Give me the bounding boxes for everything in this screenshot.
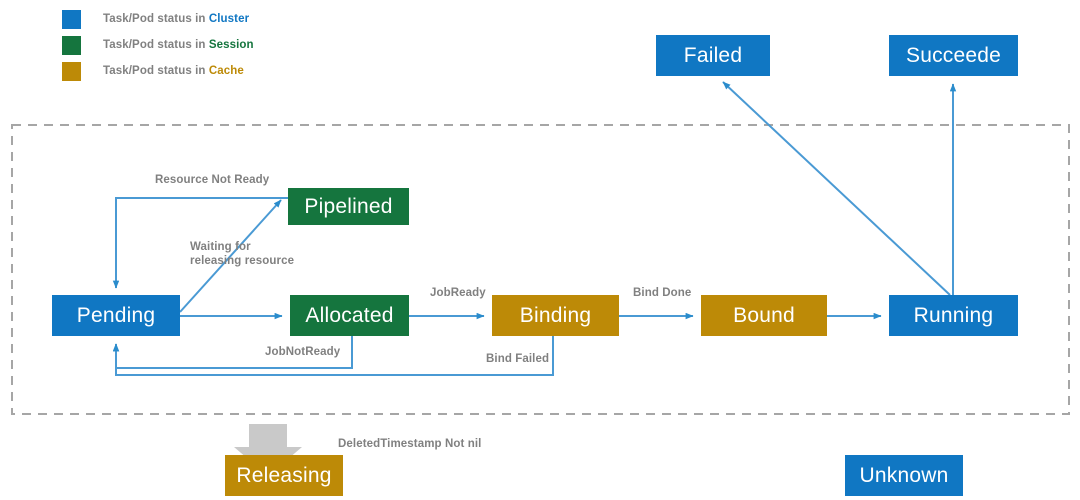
state-node-binding[interactable]: Binding [492, 295, 619, 336]
legend-prefix-cache: Task/Pod status in [103, 65, 209, 77]
state-node-pipelined[interactable]: Pipelined [288, 188, 409, 225]
edge-label-region-to-releasing: DeletedTimestamp Not nil [338, 438, 482, 450]
state-node-label: Releasing [236, 464, 332, 487]
edge-label-binding-to-pending: Bind Failed [486, 353, 550, 365]
edge-label-allocated-to-binding: JobReady [430, 287, 486, 299]
block-arrow-to-releasing [234, 424, 302, 476]
legend-label-cache: Task/Pod status in Cache [103, 65, 244, 77]
state-node-label: Allocated [305, 304, 394, 327]
state-node-succeeded[interactable]: Succeede [889, 35, 1018, 76]
cluster-swatch [62, 9, 81, 29]
legend-scope-cache: Cache [208, 65, 244, 77]
legend-prefix-session: Task/Pod status in [103, 39, 209, 51]
edge-label-binding-to-bound: Bind Done [633, 287, 692, 299]
legend-label-cluster: Task/Pod status in Cluster [103, 13, 249, 25]
legend-scope-session: Session [208, 39, 254, 51]
edge-running-to-failed [722, 81, 951, 296]
state-node-label: Succeede [905, 44, 1001, 67]
legend: Task/Pod status in Cluster Task/Pod stat… [62, 8, 254, 86]
edge-binding-to-pending [112, 336, 554, 376]
state-node-running[interactable]: Running [889, 295, 1018, 336]
state-node-label: Bound [733, 304, 795, 327]
state-node-releasing[interactable]: Releasing [225, 455, 343, 496]
state-node-unknown[interactable]: Unknown [845, 455, 963, 496]
state-node-label: Failed [683, 44, 743, 67]
legend-item-session: Task/Pod status in Session [62, 34, 254, 56]
state-node-label: Unknown [859, 464, 949, 487]
state-node-failed[interactable]: Failed [656, 35, 770, 76]
state-node-pending[interactable]: Pending [52, 295, 180, 336]
scheduling-region-border [11, 124, 1070, 415]
legend-label-session: Task/Pod status in Session [103, 39, 254, 51]
cache-swatch [62, 61, 81, 81]
legend-scope-cluster: Cluster [208, 13, 250, 25]
edge-label-allocated-to-pending: JobNotReady [265, 346, 341, 358]
state-node-label: Binding [519, 304, 592, 327]
session-swatch [62, 35, 81, 55]
legend-item-cluster: Task/Pod status in Cluster [62, 8, 254, 30]
edge-label-pipelined-to-pending: Resource Not Ready [155, 174, 270, 186]
legend-prefix-cluster: Task/Pod status in [103, 13, 209, 25]
edge-pipelined-to-pending [112, 197, 288, 289]
edge-label-pending-to-pipelined: Waiting for releasing resource [190, 241, 295, 268]
state-node-label: Pending [76, 304, 156, 327]
state-node-label: Pipelined [304, 195, 393, 218]
state-node-allocated[interactable]: Allocated [290, 295, 409, 336]
legend-item-cache: Task/Pod status in Cache [62, 60, 254, 82]
edge-pending-to-pipelined [179, 199, 282, 313]
state-node-label: Running [913, 304, 994, 327]
state-node-bound[interactable]: Bound [701, 295, 827, 336]
